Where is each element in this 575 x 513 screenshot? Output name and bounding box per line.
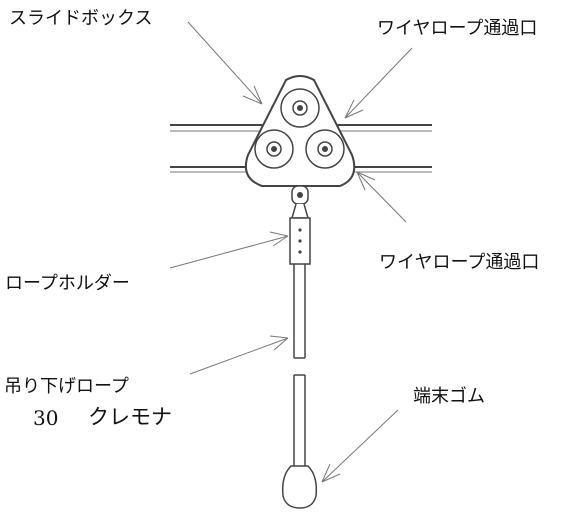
hanger-pin [297, 192, 303, 198]
label-model-name: クレモナ [88, 405, 172, 429]
label-wire-passage-bottom: ワイヤロープ通過口 [379, 252, 540, 273]
arrow-wire-passage-bottom [356, 171, 407, 223]
pulley-top [280, 88, 320, 128]
label-size-number: 30 [33, 406, 59, 430]
arrow-wire-passage-top [344, 47, 413, 119]
end-rubber [281, 465, 318, 509]
label-rope-holder: ロープホルダー [5, 273, 130, 294]
arrow-end-rubber [321, 409, 399, 483]
label-slide-box: スライドボックス [9, 8, 153, 29]
arrow-hanging-rope [189, 335, 289, 375]
label-end-rubber: 端末ゴム [413, 386, 485, 407]
hanger-neck [291, 203, 309, 219]
arrow-rope-holder [169, 231, 289, 269]
pulley-left [254, 129, 294, 169]
label-wire-passage-top: ワイヤロープ通過口 [377, 18, 538, 39]
pulley-right [305, 129, 345, 169]
arrow-slide-box [187, 21, 263, 105]
label-hanging-rope: 吊り下げロープ [4, 376, 129, 397]
